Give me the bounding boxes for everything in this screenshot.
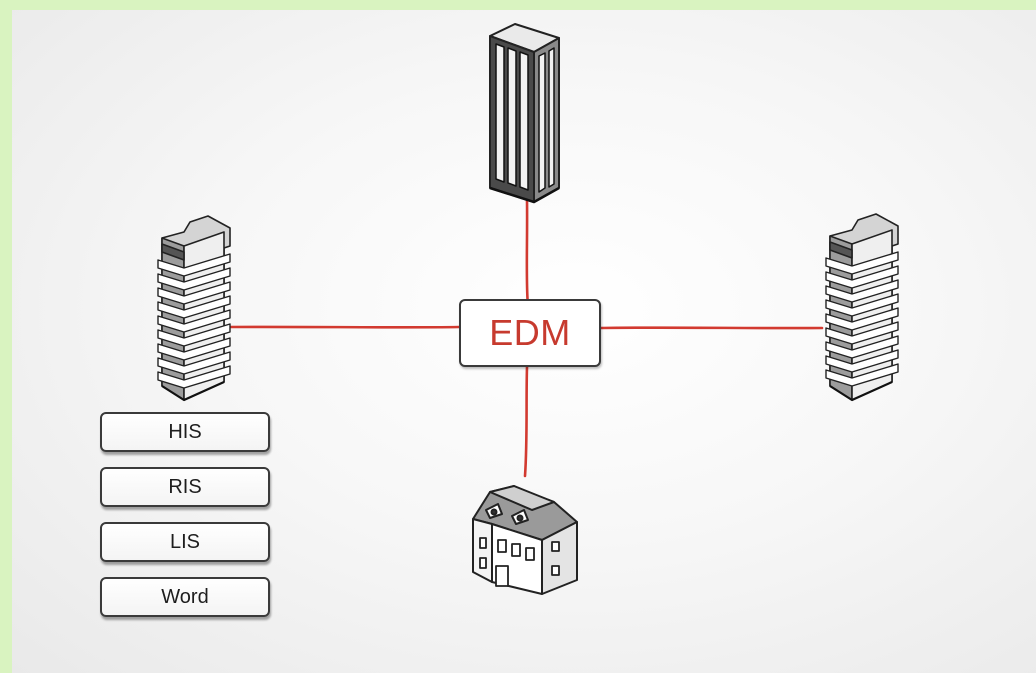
system-item-word: Word — [100, 577, 270, 617]
apartment-building-left-icon — [157, 215, 231, 402]
diagram-canvas: EDM HIS RIS LIS Word — [12, 10, 1036, 673]
system-item-ris: RIS — [100, 467, 270, 507]
connector-top — [525, 198, 529, 301]
system-item-his: HIS — [100, 412, 270, 452]
system-item-lis: LIS — [100, 522, 270, 562]
system-item-label: RIS — [168, 475, 202, 498]
edm-label: EDM — [489, 312, 571, 353]
system-list: HIS RIS LIS Word — [100, 412, 272, 632]
skyscraper-icon — [489, 23, 560, 204]
system-item-label: LIS — [169, 530, 201, 553]
connector-bottom — [523, 365, 529, 478]
diagram-graphics — [157, 23, 899, 595]
apartment-building-right-icon — [825, 213, 899, 402]
system-item-label: HIS — [168, 420, 202, 443]
house-icon — [472, 485, 578, 595]
system-item-label: Word — [161, 585, 209, 608]
edm-node: EDM — [459, 299, 601, 367]
